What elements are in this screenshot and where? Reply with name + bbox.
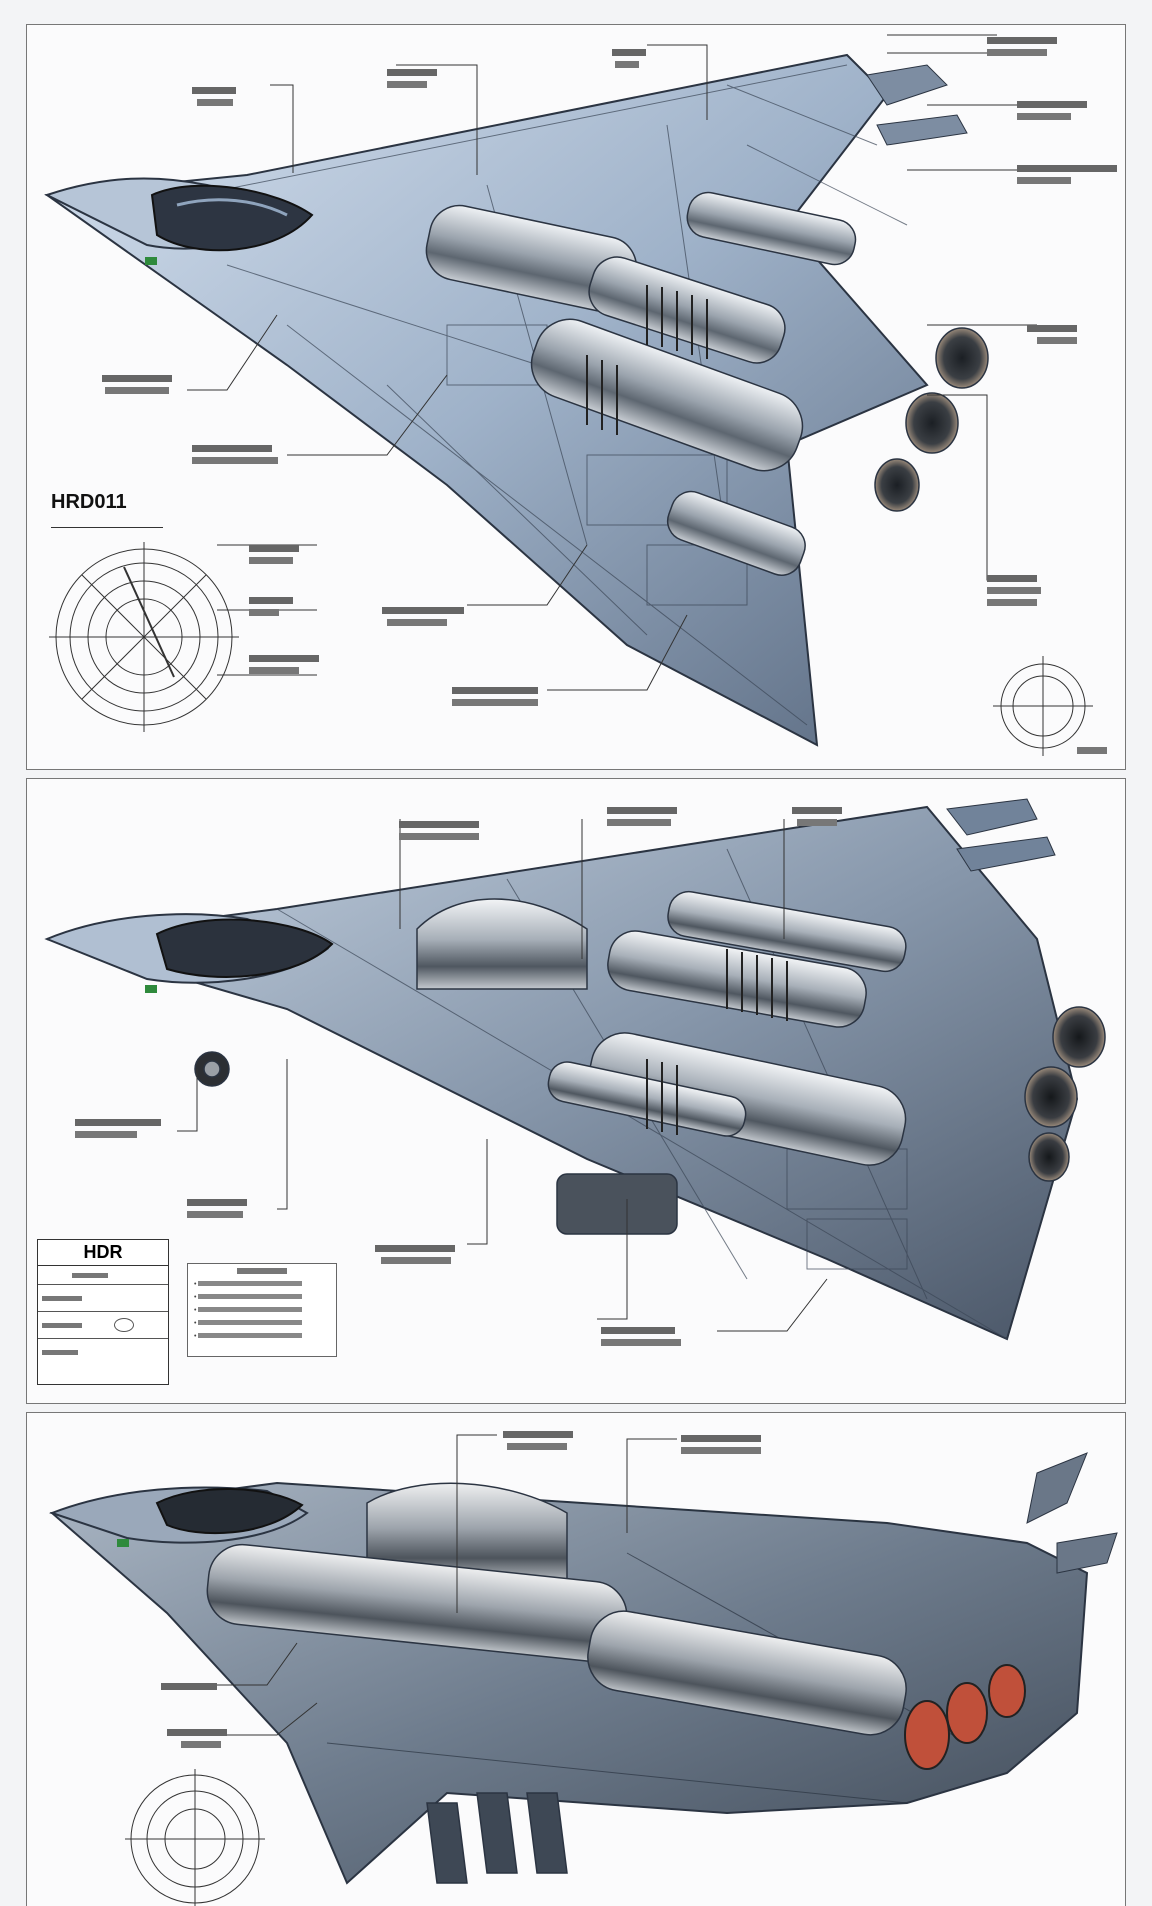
panel-subtitle-line xyxy=(51,519,163,528)
panel-underside-view xyxy=(26,1412,1126,1906)
crosshair-target-icon xyxy=(993,656,1093,756)
aircraft-cutaway-top xyxy=(44,34,1117,756)
spec-table-title: HDR xyxy=(38,1240,168,1266)
notes-box: • • • • • xyxy=(187,1263,337,1357)
compass-rose-icon xyxy=(49,542,239,732)
aircraft-cutaway-side xyxy=(44,798,1106,1346)
spec-table: HDR xyxy=(37,1239,169,1385)
panel-side-view: HDR • • • • • xyxy=(26,778,1126,1404)
panel-top-view: HRD011 xyxy=(26,24,1126,770)
spec-row xyxy=(38,1266,168,1285)
spec-row xyxy=(38,1312,168,1339)
spec-row xyxy=(38,1285,168,1312)
panel-title: HRD011 xyxy=(51,491,127,513)
compass-rose-icon xyxy=(125,1769,265,1906)
engine-glyph-icon xyxy=(114,1318,134,1332)
aircraft-cutaway-underside xyxy=(49,1431,1118,1906)
spec-row xyxy=(38,1339,168,1365)
